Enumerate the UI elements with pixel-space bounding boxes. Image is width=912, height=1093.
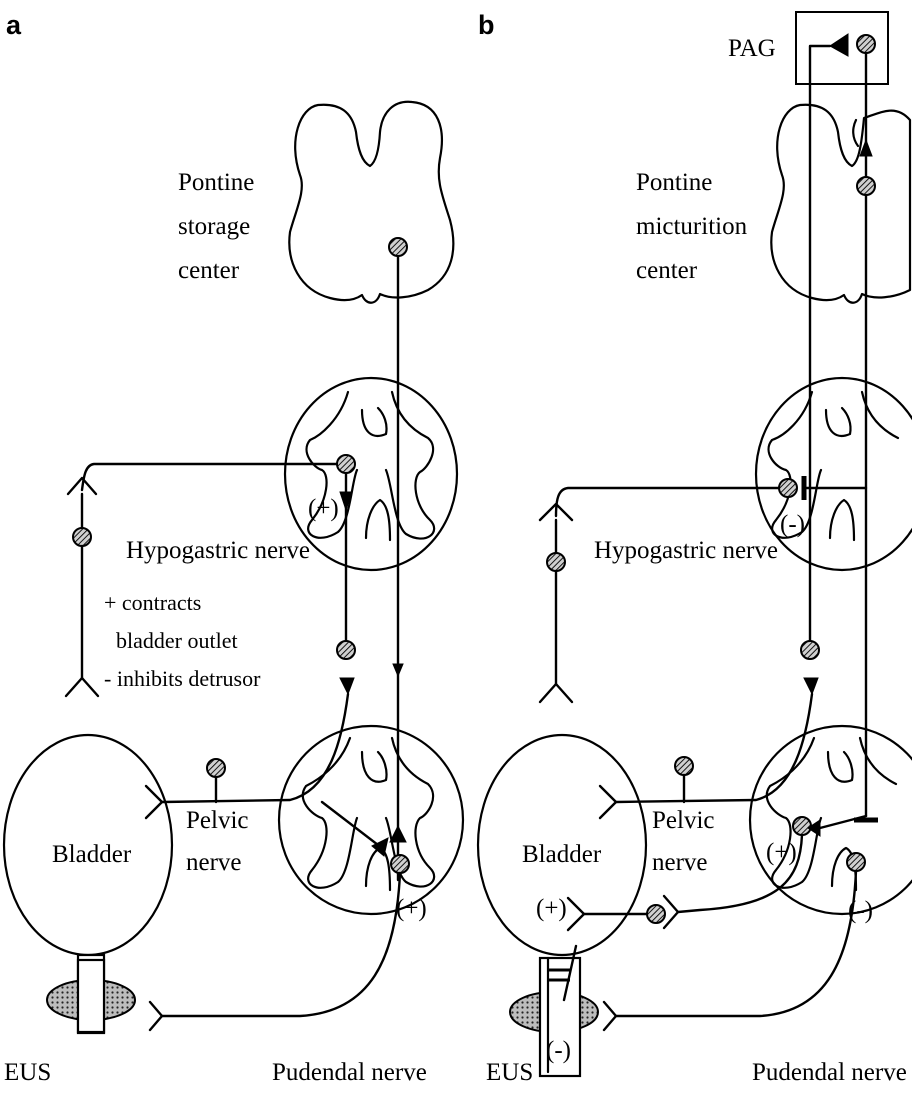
svg-text:Pelvic: Pelvic [186, 807, 249, 834]
pelvic-ganglion-neuron-b [675, 757, 693, 775]
pelvic-preganglionic-neuron-b [801, 641, 819, 659]
pons-outline-a [289, 102, 453, 303]
bladder-a: Bladder [4, 735, 172, 955]
pons-outline-b [771, 105, 910, 303]
eus-label-a: EUS [4, 1059, 51, 1086]
sign-pudendal-a: (+) [396, 895, 427, 922]
sign-pudendal-cord-b: (-) [848, 897, 873, 924]
spinal-cord-lower-a [279, 726, 463, 914]
detrusor-ganglion-neuron-b [647, 905, 665, 923]
sign-spinal-upper-a: (+) [308, 495, 339, 522]
bladder-label-a: Bladder [52, 841, 132, 868]
pelvic-label-a: Pelvic nerve [186, 807, 249, 876]
panel-b: b PAG [478, 10, 912, 1086]
sign-pelvic-cord-b: (+) [766, 839, 797, 866]
svg-text:Pontine: Pontine [636, 169, 712, 196]
svg-text:center: center [636, 257, 698, 284]
svg-text:nerve: nerve [652, 849, 708, 876]
eus-label-b: EUS [486, 1059, 533, 1086]
pudendal-motor-neuron-a [391, 855, 409, 873]
hypogastric-preganglionic-neuron-b [779, 479, 797, 497]
pontine-center-label-b: Pontine micturition center [636, 169, 748, 284]
bladder-label-b: Bladder [522, 841, 602, 868]
arrow-pelvic-b [804, 678, 818, 694]
hypogastric-ganglion-neuron-a [73, 528, 91, 546]
pelvic-cord-neuron-b [793, 817, 811, 835]
pudendal-motor-neuron-b [847, 853, 865, 871]
spinal-cord-upper-a [285, 378, 457, 570]
hypogastric-label-b: Hypogastric nerve [594, 537, 778, 564]
hypogastric-ganglion-neuron-b [547, 553, 565, 571]
pelvic-ganglion-neuron-a [207, 759, 225, 777]
pelvic-preganglionic-neuron-a [337, 641, 355, 659]
svg-text:Pontine: Pontine [178, 169, 254, 196]
hypogastric-preganglionic-neuron-a [337, 455, 355, 473]
sign-spinal-upper-b: (-) [780, 511, 805, 538]
spinal-cord-upper-b [756, 378, 912, 570]
svg-text:Pelvic: Pelvic [652, 807, 715, 834]
sign-eus-b: (-) [546, 1037, 571, 1064]
arrow-descending-a [393, 664, 403, 676]
svg-text:+ contracts: + contracts [104, 590, 201, 615]
pelvic-label-b: Pelvic nerve [652, 807, 715, 876]
sign-detrusor-b: (+) [536, 895, 567, 922]
panel-a-letter: a [6, 10, 22, 40]
pmc-neuron [857, 177, 875, 195]
panel-b-letter: b [478, 10, 495, 40]
panel-a: a Bladder EUS [4, 10, 463, 1086]
pudendal-label-a: Pudendal nerve [272, 1059, 427, 1086]
pontine-neuron-a [389, 238, 407, 256]
hypogastric-label-a: Hypogastric nerve [126, 537, 310, 564]
svg-text:center: center [178, 257, 240, 284]
pag-label: PAG [728, 35, 776, 62]
svg-text:storage: storage [178, 213, 250, 240]
bladder-b: Bladder [478, 735, 646, 955]
spinal-cord-lower-b [750, 726, 912, 914]
svg-text:- inhibits detrusor: - inhibits detrusor [104, 666, 261, 691]
svg-text:micturition: micturition [636, 213, 748, 240]
svg-text:bladder outlet: bladder outlet [116, 628, 238, 653]
svg-text:nerve: nerve [186, 849, 242, 876]
hypogastric-effects-a: + contracts bladder outlet - inhibits de… [104, 590, 261, 691]
pontine-center-label-a: Pontine storage center [178, 169, 254, 284]
arrow-pelvic-a [340, 678, 354, 694]
arrow-pudendal-motor-a [390, 826, 406, 842]
pag-neuron [857, 35, 875, 53]
pudendal-label-b: Pudendal nerve [752, 1059, 907, 1086]
